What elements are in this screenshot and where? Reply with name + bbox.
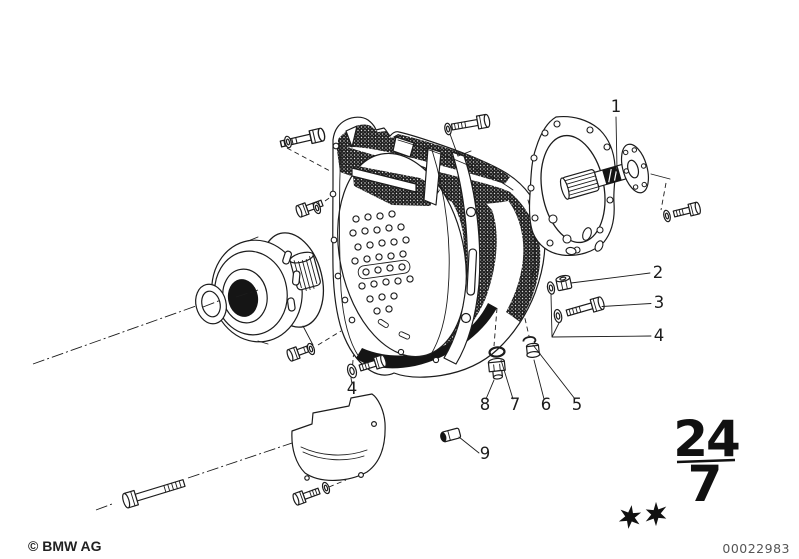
section-number-numerator: 24 bbox=[673, 410, 739, 468]
hex-bolt-top-left bbox=[278, 126, 331, 172]
washer-part-4-left bbox=[346, 363, 358, 379]
callout-4-right[interactable]: 4 bbox=[654, 326, 665, 345]
shaft-seal-ring bbox=[195, 283, 227, 325]
hex-bolt-top-right bbox=[443, 113, 492, 157]
hex-bolt-flange bbox=[660, 182, 702, 223]
callout-8[interactable]: 8 bbox=[480, 395, 491, 414]
callout-3[interactable]: 3 bbox=[654, 293, 665, 312]
washer-part-4-right-b bbox=[553, 308, 563, 324]
section-number-denominator: 7 bbox=[688, 455, 721, 513]
drain-plug-part-8 bbox=[487, 357, 506, 380]
housing-mid-shading bbox=[420, 165, 497, 348]
callout-1[interactable]: 1 bbox=[611, 97, 622, 116]
dowel-pin-part-9 bbox=[440, 427, 462, 443]
hex-bolt-left-upper bbox=[294, 195, 333, 219]
section-number-block: 24 7 bbox=[618, 410, 741, 531]
copyright-label: © BMW AG bbox=[28, 538, 102, 554]
vent-holes bbox=[349, 210, 414, 315]
hex-bolt-left-lower bbox=[285, 330, 342, 363]
hex-nut-part-2 bbox=[555, 274, 573, 292]
flange-bolt-holes bbox=[329, 142, 440, 364]
hex-bolt-part-3 bbox=[564, 295, 606, 320]
hex-bolt-bottom-center bbox=[346, 353, 388, 379]
bell-housing bbox=[329, 116, 546, 378]
seal-ring-part-7 bbox=[488, 307, 506, 358]
six-pointed-star-icons bbox=[618, 500, 667, 531]
washer-part-4-right-a bbox=[546, 281, 556, 295]
callout-2[interactable]: 2 bbox=[653, 263, 664, 282]
cover-plate bbox=[291, 393, 386, 488]
hex-bolt-long-bottom bbox=[120, 475, 187, 510]
housing-rear-rib bbox=[443, 151, 481, 365]
callout-leaders bbox=[350, 116, 652, 454]
callout-6[interactable]: 6 bbox=[541, 395, 552, 414]
document-number: 00022983 bbox=[722, 541, 790, 556]
fraction-bar bbox=[676, 458, 736, 464]
callout-9[interactable]: 9 bbox=[480, 444, 491, 463]
breather-plug-part-6 bbox=[525, 342, 541, 358]
callout-7[interactable]: 7 bbox=[510, 395, 521, 414]
callout-4-left[interactable]: 4 bbox=[347, 379, 358, 398]
snap-ring-part-5 bbox=[522, 309, 537, 344]
hex-bolt-plate bbox=[291, 480, 332, 507]
gasket-bolt-holes bbox=[527, 120, 617, 256]
output-flange-shaft bbox=[559, 143, 671, 200]
callouts: 1 2 3 4 4 5 6 7 8 9 bbox=[347, 97, 665, 463]
callout-5[interactable]: 5 bbox=[572, 395, 583, 414]
oil-pump-assembly bbox=[211, 232, 324, 346]
